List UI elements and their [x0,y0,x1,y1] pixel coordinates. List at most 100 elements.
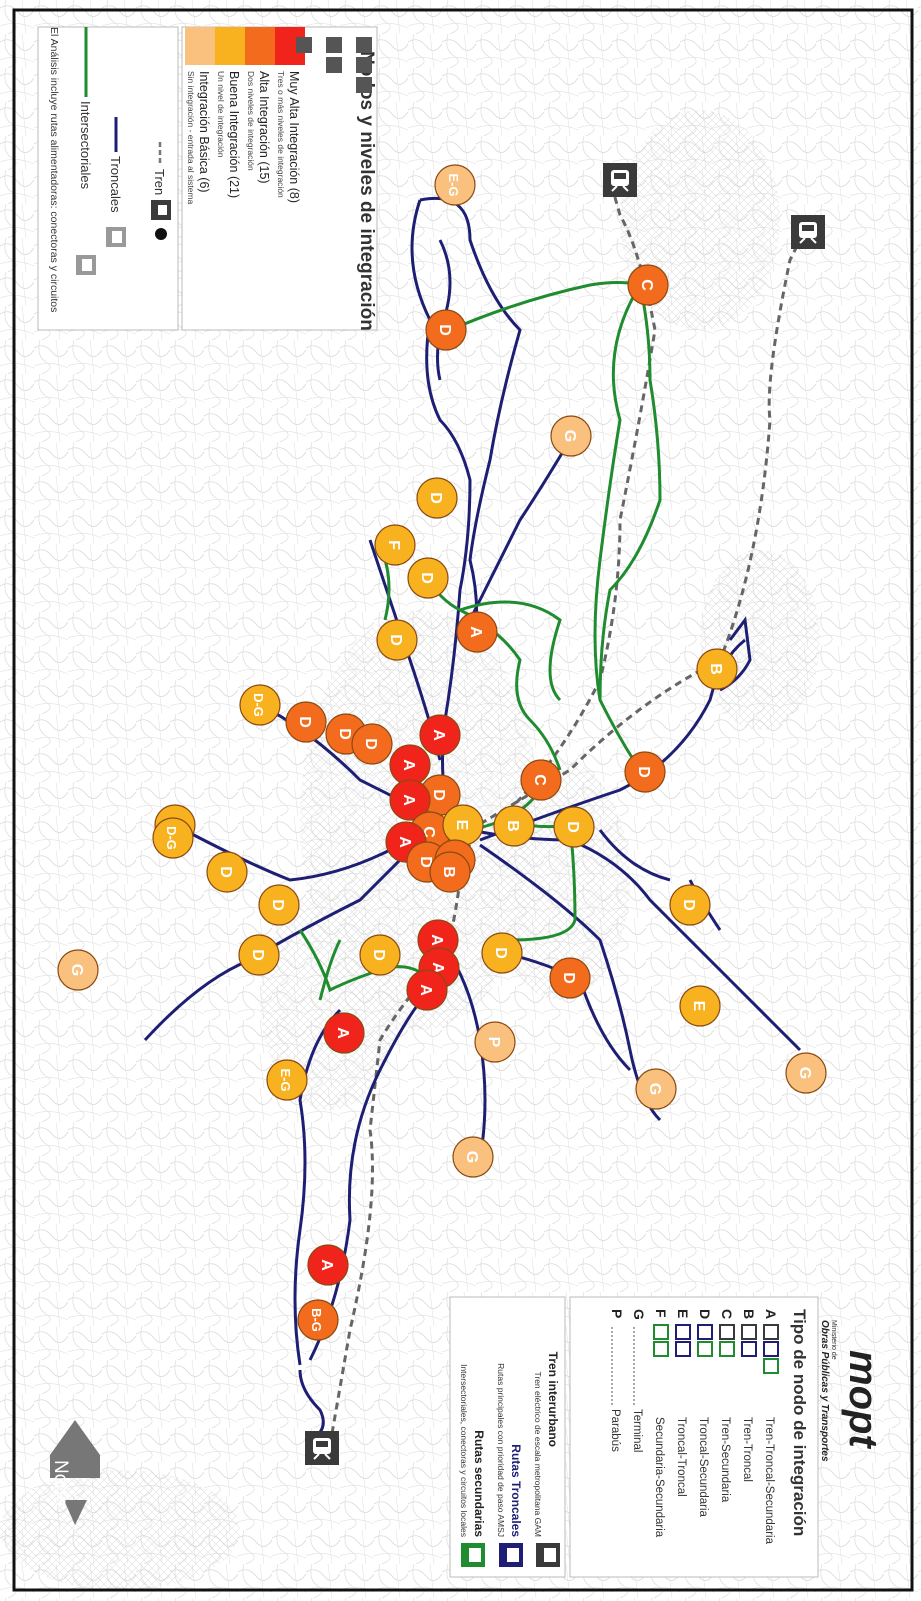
integration-node[interactable]: D [407,557,449,599]
integration-node[interactable]: A [389,744,431,786]
integration-node[interactable]: G [785,1052,827,1094]
type-desc: Terminal [631,1409,643,1452]
node-label: D [217,866,234,878]
node-circle [635,1068,677,1110]
type-code: C [719,1309,735,1319]
station-mini-icon [356,77,372,93]
node-label: D-G [164,826,179,850]
integration-node[interactable]: P [474,1021,516,1063]
integration-node[interactable]: G [57,949,99,991]
integration-node[interactable]: D [238,934,280,976]
node-label: D [296,716,313,728]
integration-node[interactable]: G [635,1068,677,1110]
node-circle [419,714,461,756]
node-label: B [440,866,457,878]
integration-node[interactable]: C [520,759,562,801]
integration-node[interactable]: D [416,477,458,519]
integration-node[interactable]: A [307,1244,349,1286]
integration-node[interactable]: E [679,985,721,1027]
integration-node[interactable]: D [206,851,248,893]
integration-node[interactable]: D [425,309,467,351]
legend-route-troncales-title: Rutas Troncales [509,1444,523,1537]
type-swatch [763,1341,779,1357]
type-code: F [653,1309,669,1318]
node-label: D [680,899,697,911]
node-label: P [485,1037,502,1048]
type-swatch [763,1324,779,1340]
node-circle [429,851,471,893]
node-circle [452,1136,494,1178]
integration-node[interactable]: B [429,851,471,893]
node-label: E-G [446,173,461,196]
integration-node[interactable]: D [351,723,393,765]
node-circle [258,884,300,926]
integration-node[interactable]: A [406,969,448,1011]
integration-node[interactable]: D [549,957,591,999]
integration-node[interactable]: D [285,701,327,743]
integration-node[interactable]: D [553,806,595,848]
node-circle [238,934,280,976]
node-label: D [362,738,379,750]
node-label: C [638,279,655,291]
train-station-icon[interactable] [305,1431,339,1465]
integration-node[interactable]: D [481,932,523,974]
integration-node[interactable]: F [374,524,416,566]
level-sub: Dos niveles de integración [246,71,256,171]
legend-route-tren-sub: Tren eléctrico de escala metropolitana G… [533,1371,543,1537]
legend-tren-label: Tren [152,169,167,195]
type-desc: Secundaria-Secundaria [653,1417,665,1538]
node-label: A [318,1259,335,1271]
integration-node[interactable]: A [419,714,461,756]
legend-lines-note: El Análisis incluye rutas alimentadoras:… [48,27,60,312]
node-label: G [68,964,85,976]
logo-brand: mopt [841,1350,885,1449]
integration-node[interactable]: A [389,779,431,821]
integration-node[interactable]: A [456,611,498,653]
integration-node[interactable]: E-G [434,164,476,206]
integration-node[interactable]: D [376,619,418,661]
integration-node[interactable]: D [624,751,666,793]
node-circle [297,1299,339,1341]
train-station-icon[interactable] [791,215,825,249]
integration-node[interactable]: D [258,884,300,926]
level-label: Buena Integración (21) [227,71,241,198]
type-swatch [763,1358,779,1374]
integration-node[interactable]: D [669,884,711,926]
integration-node[interactable]: E-G [266,1059,308,1101]
integration-node[interactable]: D-G [239,684,281,726]
level-swatch [185,27,215,65]
integration-node[interactable]: E [442,804,484,846]
node-label: D [560,972,577,984]
type-desc: Tren-Troncal [741,1417,753,1482]
node-circle [493,805,535,847]
integration-node[interactable]: G [550,415,592,457]
node-label: A [400,794,417,806]
integration-node[interactable]: B [493,805,535,847]
train-station-icon[interactable] [603,163,637,197]
integration-node[interactable]: C [627,264,669,306]
integration-node[interactable]: D [359,934,401,976]
integration-node[interactable]: G [452,1136,494,1178]
integration-node[interactable]: B-G [297,1299,339,1341]
level-swatch [275,27,305,65]
level-sub: Sin integración - entrada al sistema [186,71,196,205]
node-circle [669,884,711,926]
legend-route-troncales-sub: Rutas principales con prioridad de paso … [496,1363,506,1537]
node-circle [627,264,669,306]
level-sub: Tres o más niveles de integración [276,71,286,198]
legend-intersectoriales-label: Intersectoriales [78,101,93,190]
node-label: D [249,949,266,961]
legend-types-title: Tipo de nodo de integración [790,1309,809,1536]
node-circle [520,759,562,801]
integration-node[interactable]: A [323,1012,365,1054]
type-swatch [653,1341,669,1357]
type-code: A [763,1309,779,1319]
level-label: Alta Integración (15) [257,71,271,184]
node-circle [152,817,194,859]
node-label: B-G [309,1308,324,1332]
integration-node[interactable]: B [696,648,738,690]
node-circle [679,985,721,1027]
intersectorial-lines [298,281,662,1001]
integration-node[interactable]: D-G [152,817,194,859]
type-swatch [697,1341,713,1357]
